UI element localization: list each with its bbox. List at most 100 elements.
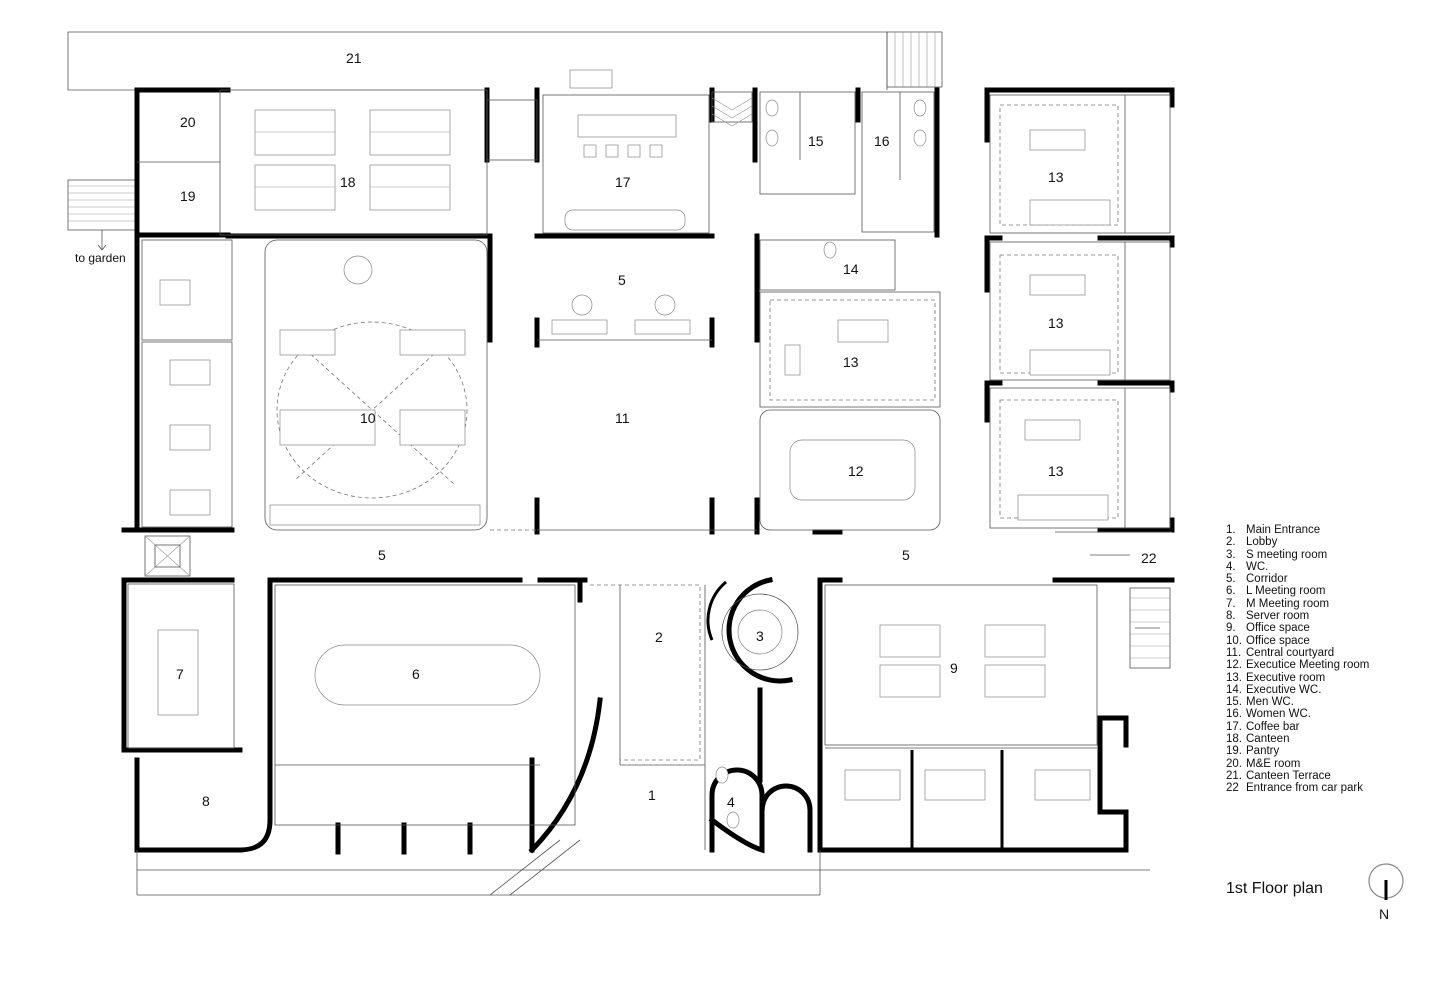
label-13c: 13 [843, 354, 859, 370]
legend-item: 16. Women WC. [1226, 708, 1426, 720]
room-labels: 21 20 19 18 17 15 16 13 14 13 5 13 10 11… [75, 50, 1157, 810]
legend-room-name: S meeting room [1246, 548, 1328, 561]
legend-room-name: Pantry [1246, 745, 1280, 758]
legend-number: 8. [1226, 610, 1236, 623]
legend-item: 14. Executive WC. [1226, 684, 1426, 696]
legend-number: 10. [1226, 634, 1242, 647]
legend-item: 9. Office space [1226, 622, 1426, 634]
legend-number: 21. [1226, 769, 1242, 782]
legend-item: 8. Server room [1226, 610, 1426, 622]
label-5c: 5 [902, 547, 910, 563]
legend-number: 9. [1226, 622, 1236, 635]
legend-number: 20. [1226, 757, 1242, 770]
legend-number: 7. [1226, 597, 1236, 610]
legend-item: 11. Central courtyard [1226, 647, 1426, 659]
legend-item: 13. Executive room [1226, 672, 1426, 684]
label-12: 12 [848, 463, 864, 479]
legend-room-name: Executice Meeting room [1246, 659, 1370, 672]
legend-room-name: Men WC. [1246, 696, 1294, 709]
legend-item: 2. Lobby [1226, 536, 1426, 548]
label-5a: 5 [618, 272, 626, 288]
legend-room-name: Executive WC. [1246, 683, 1322, 696]
legend-number: 22 [1226, 782, 1239, 795]
label-19: 19 [180, 188, 196, 204]
legend-item: 1. Main Entrance [1226, 524, 1426, 536]
legend-number: 4. [1226, 560, 1236, 573]
legend-room-name: Corridor [1246, 573, 1288, 586]
legend-room-name: Office space [1246, 634, 1310, 647]
label-13a: 13 [1048, 169, 1064, 185]
legend-room-name: Central courtyard [1246, 646, 1335, 659]
legend-number: 5. [1226, 573, 1236, 586]
label-7: 7 [176, 666, 184, 682]
canteen-terrace-outline [67, 31, 943, 251]
legend-item: 15. Men WC. [1226, 696, 1426, 708]
label-5b: 5 [378, 547, 386, 563]
legend-item: 18. Canteen [1226, 733, 1426, 745]
legend-room-name: M Meeting room [1246, 597, 1330, 610]
legend-room-name: Canteen [1246, 733, 1290, 746]
label-15: 15 [808, 133, 824, 149]
label-13b: 13 [1048, 315, 1064, 331]
legend-room-name: Entrance from car park [1246, 782, 1363, 795]
legend-item: 5. Corridor [1226, 573, 1426, 585]
legend-room-name: Office space [1246, 622, 1310, 635]
legend-number: 18. [1226, 733, 1242, 746]
label-14: 14 [843, 261, 859, 277]
legend-number: 12. [1226, 659, 1242, 672]
legend-item: 4. WC. [1226, 561, 1426, 573]
label-17: 17 [615, 174, 631, 190]
label-3: 3 [756, 628, 764, 644]
legend-item: 10. Office space [1226, 635, 1426, 647]
legend-item: 20. M&E room [1226, 758, 1426, 770]
legend-room-name: Coffee bar [1246, 720, 1300, 733]
label-21: 21 [346, 50, 362, 66]
legend-room-name: Lobby [1246, 536, 1278, 549]
to-garden-note: to garden [75, 251, 126, 265]
furniture [157, 69, 1111, 829]
legend-item: 21.Canteen Terrace [1226, 770, 1426, 782]
legend-room-name: Women WC. [1246, 708, 1311, 721]
label-9: 9 [950, 660, 958, 676]
legend-room-name: Executive room [1246, 671, 1326, 684]
legend-number: 1. [1226, 524, 1236, 536]
legend-number: 2. [1226, 536, 1236, 549]
legend-number: 6. [1226, 585, 1236, 598]
legend-number: 19. [1226, 745, 1242, 758]
label-2: 2 [655, 629, 663, 645]
label-13d: 13 [1048, 463, 1064, 479]
north-label: N [1379, 906, 1390, 922]
legend-number: 3. [1226, 548, 1236, 561]
label-6: 6 [412, 666, 420, 682]
legend-number: 14. [1226, 683, 1242, 696]
legend-room-name: Server room [1246, 610, 1310, 623]
label-20: 20 [180, 114, 196, 130]
legend-room-name: Main Entrance [1246, 524, 1321, 536]
label-4: 4 [727, 794, 735, 810]
label-18: 18 [340, 174, 356, 190]
legend-room-name: L Meeting room [1246, 585, 1326, 598]
legend-item: 22 Entrance from car park [1226, 782, 1426, 794]
legend-item: 6. L Meeting room [1226, 585, 1426, 597]
legend-item: 12. Executice Meeting room [1226, 659, 1426, 671]
legend-item: 7. M Meeting room [1226, 598, 1426, 610]
label-11: 11 [615, 410, 630, 426]
legend-item: 19. Pantry [1226, 745, 1426, 757]
partitions [127, 89, 1172, 896]
label-16: 16 [874, 133, 890, 149]
legend-item: 3. S meeting room [1226, 549, 1426, 561]
legend-number: 13. [1226, 671, 1242, 684]
north-arrow-icon [1368, 863, 1404, 900]
plan-title: 1st Floor plan [1226, 880, 1323, 897]
legend-item: 17. Coffee bar [1226, 721, 1426, 733]
label-22: 22 [1141, 550, 1157, 566]
legend-number: 16. [1226, 708, 1242, 721]
legend-number: 11. [1226, 646, 1242, 659]
legend-room-name: WC. [1246, 560, 1269, 573]
legend-number: 15. [1226, 696, 1242, 709]
label-1: 1 [648, 787, 656, 803]
legend-room-name: M&E room [1246, 757, 1301, 770]
legend-number: 17. [1226, 720, 1242, 733]
